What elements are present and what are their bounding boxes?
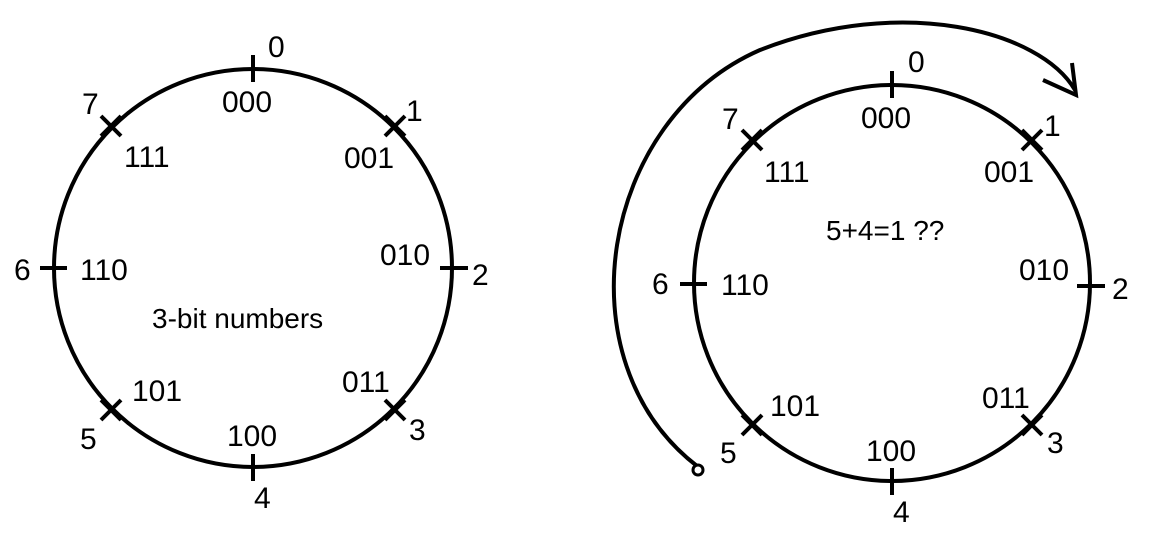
left-decimal-label-4: 4 xyxy=(254,482,271,515)
left-decimal-label-3: 3 xyxy=(409,414,426,447)
left-decimal-label-2: 2 xyxy=(472,259,489,292)
left-binary-label-011: 011 xyxy=(342,366,390,399)
left-binary-label-001: 001 xyxy=(344,142,394,175)
left-binary-label-000: 000 xyxy=(222,86,272,119)
right-decimal-label-6: 6 xyxy=(652,268,669,301)
left-decimal-label-7: 7 xyxy=(82,88,99,121)
arrow-head-icon xyxy=(1042,62,1079,99)
right-tick-7-cross xyxy=(740,128,764,152)
right-binary-label-100: 100 xyxy=(866,435,916,468)
left-binary-label-111: 111 xyxy=(124,141,170,174)
right-tick-1-cross xyxy=(1020,128,1044,152)
arrow-start-dot xyxy=(691,463,705,477)
right-binary-label-011: 011 xyxy=(982,382,1030,415)
left-tick-3-cross xyxy=(383,398,407,422)
left-decimal-label-0: 0 xyxy=(268,31,285,64)
right-binary-label-010: 010 xyxy=(1019,254,1069,287)
right-binary-label-000: 000 xyxy=(861,102,911,135)
left-decimal-label-6: 6 xyxy=(14,254,31,287)
right-binary-label-110: 110 xyxy=(721,269,769,302)
left-decimal-label-1: 1 xyxy=(406,95,423,128)
left-decimal-label-5: 5 xyxy=(80,423,97,456)
left-binary-label-110: 110 xyxy=(80,254,128,287)
right-tick-5-cross xyxy=(740,413,764,437)
left-binary-label-100: 100 xyxy=(227,420,277,453)
left-binary-label-010: 010 xyxy=(380,239,430,272)
right-decimal-label-3: 3 xyxy=(1047,427,1064,460)
right-tick-3-cross xyxy=(1020,413,1044,437)
left-circle-diagram: 0 1 2 3 4 5 6 7 000 001 010 011 100 101 … xyxy=(14,31,489,515)
right-binary-label-001: 001 xyxy=(984,156,1034,189)
left-tick-1-cross xyxy=(383,114,407,138)
left-ticks xyxy=(40,55,468,481)
right-decimal-label-2: 2 xyxy=(1112,273,1129,306)
wraparound-arrow xyxy=(611,20,1077,468)
right-ticks xyxy=(680,71,1105,495)
right-binary-label-111: 111 xyxy=(764,156,810,189)
left-tick-7-cross xyxy=(99,114,123,138)
right-decimal-label-4: 4 xyxy=(893,496,910,529)
right-decimal-label-5: 5 xyxy=(720,437,737,470)
right-circle-diagram: 0 1 2 3 4 5 6 7 000 001 010 011 100 101 … xyxy=(611,20,1129,529)
right-binary-label-101: 101 xyxy=(770,390,820,423)
left-binary-label-101: 101 xyxy=(132,375,182,408)
right-decimal-label-1: 1 xyxy=(1044,110,1061,143)
right-decimal-label-7: 7 xyxy=(722,103,739,136)
right-decimal-label-0: 0 xyxy=(908,46,925,79)
right-caption: 5+4=1 ?? xyxy=(826,215,944,246)
left-tick-5-cross xyxy=(99,398,123,422)
left-caption: 3-bit numbers xyxy=(152,303,323,334)
